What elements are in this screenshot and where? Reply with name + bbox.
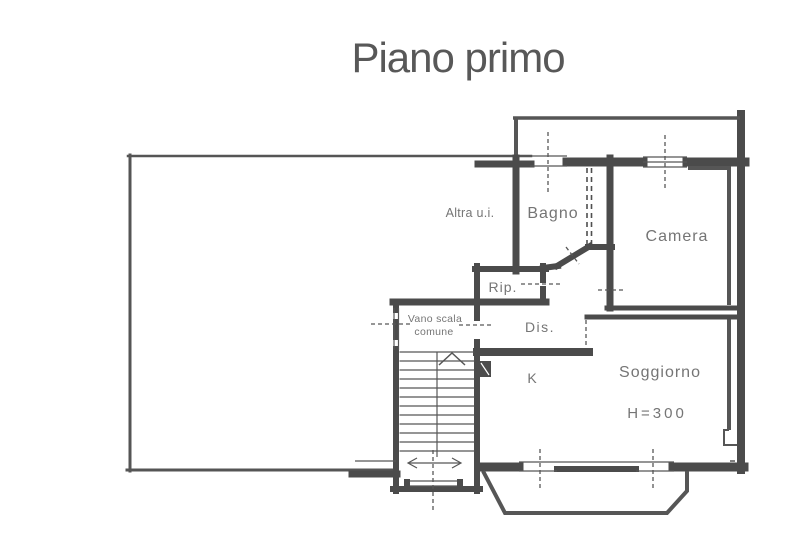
page-title: Piano primo xyxy=(351,34,564,81)
top-balcony xyxy=(513,116,740,160)
room-label-bagno: Bagno xyxy=(527,205,578,222)
room-label-vano-scala-line2: comune xyxy=(414,326,453,338)
room-label-soggiorno-height: H=300 xyxy=(627,405,687,422)
adjacent-unit-outline xyxy=(125,153,533,473)
room-label-vano-scala-line1: Vano scala xyxy=(408,313,462,325)
room-label-soggiorno: Soggiorno xyxy=(619,364,701,381)
staircase xyxy=(399,351,475,469)
room-label-kitchen: K xyxy=(527,370,537,386)
room-label-rip: Rip. xyxy=(489,279,518,295)
section-ticks xyxy=(371,132,666,512)
room-label-camera: Camera xyxy=(646,228,709,245)
stair-up-arrow xyxy=(438,351,466,366)
window-sills xyxy=(519,155,687,472)
room-labels: Altra u.i. Bagno Camera Rip. Vano scala … xyxy=(408,205,709,422)
cavity-wall-inner-leaf xyxy=(688,166,737,462)
interior-walls xyxy=(389,154,740,377)
stairwell-walls xyxy=(355,263,483,494)
bottom-balcony xyxy=(481,470,689,515)
room-label-altra-ui: Altra u.i. xyxy=(446,206,495,220)
room-label-dis: Dis. xyxy=(525,319,555,335)
apartment-outer-walls xyxy=(348,110,750,478)
